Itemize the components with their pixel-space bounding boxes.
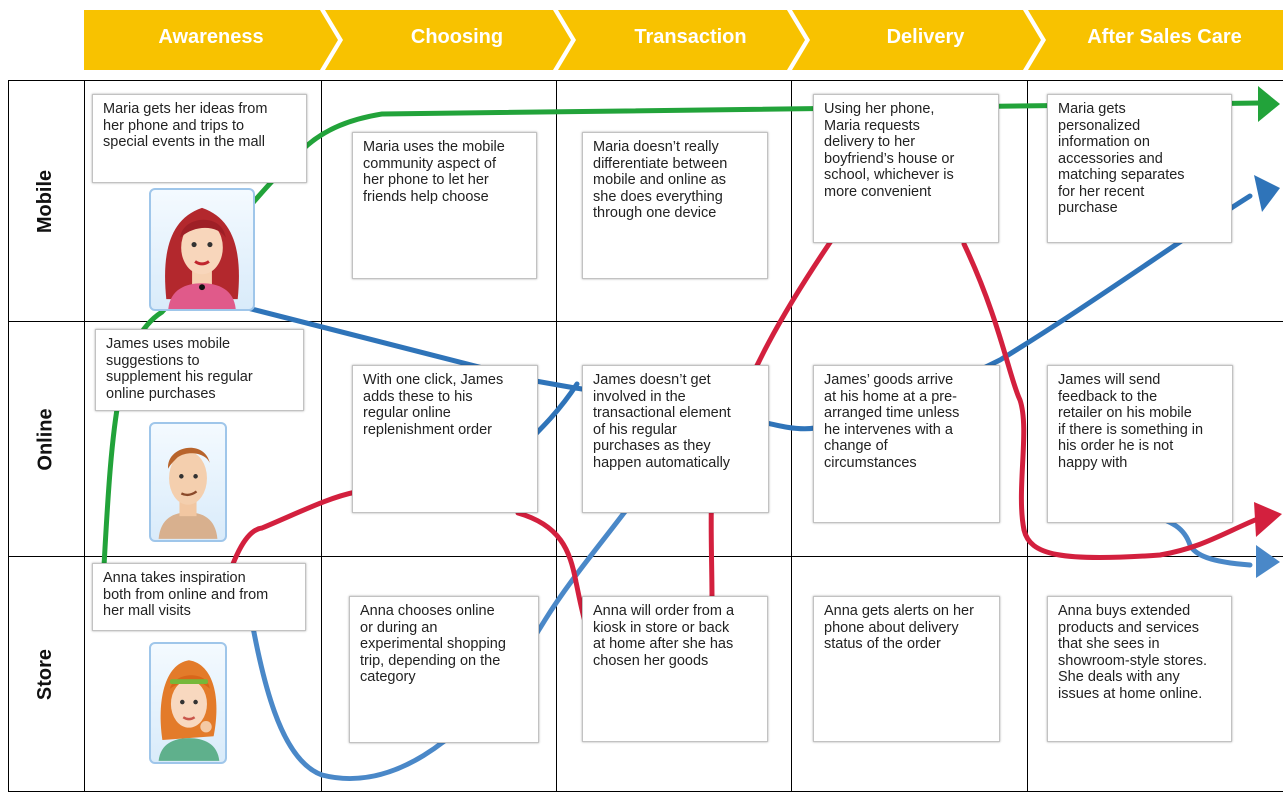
note-store-choosing: Anna chooses online or during an experim… [349, 596, 539, 743]
note-online-transaction: James doesn’t get involved in the transa… [582, 365, 769, 513]
stage-chevron-delivery [792, 10, 1041, 70]
note-mobile-delivery: Using her phone, Maria requests delivery… [813, 94, 999, 243]
journey-line-red [217, 219, 1258, 653]
woman-red-hair-avatar-icon [149, 188, 255, 311]
note-mobile-transaction: Maria doesn’t really differentiate betwe… [582, 132, 768, 279]
note-online-delivery: James’ goods arrive at his home at a pre… [813, 365, 1000, 523]
note-store-after-sales-care: Anna buys extended products and services… [1047, 596, 1232, 742]
note-store-awareness: Anna takes inspiration both from online … [92, 563, 306, 631]
stage-label-choosing: Choosing [410, 26, 504, 48]
stage-label-awareness: Awareness [158, 26, 264, 48]
note-online-awareness: James uses mobile suggestions to supplem… [95, 329, 304, 411]
note-mobile-after-sales-care: Maria gets personalized information on a… [1047, 94, 1232, 243]
arrowhead-blue-lower [1256, 545, 1280, 578]
note-mobile-awareness: Maria gets her ideas from her phone and … [92, 94, 307, 183]
note-online-after-sales-care: James will send feedback to the retailer… [1047, 365, 1233, 523]
note-store-delivery: Anna gets alerts on her phone about deli… [813, 596, 1000, 742]
woman-orange-hair-avatar-icon [149, 642, 227, 764]
stage-chevron-awareness [84, 10, 338, 70]
note-online-choosing: With one click, James adds these to his … [352, 365, 538, 513]
stage-label-after-sales-care: After Sales Care [1087, 26, 1242, 48]
stage-chevron-after-sales-care [1028, 10, 1283, 70]
stage-label-transaction: Transaction [634, 26, 747, 48]
man-brown-hair-avatar-icon [149, 422, 227, 542]
arrowhead-blue-upper [1254, 175, 1280, 212]
stage-banner [84, 10, 1283, 70]
arrowhead-red [1254, 502, 1282, 537]
arrowhead-green [1258, 86, 1280, 122]
note-store-transaction: Anna will order from a kiosk in store or… [582, 596, 768, 742]
stage-label-delivery: Delivery [886, 26, 965, 48]
note-mobile-choosing: Maria uses the mobile community aspect o… [352, 132, 537, 279]
stage-chevron-transaction [558, 10, 805, 70]
stage-chevron-choosing [325, 10, 571, 70]
